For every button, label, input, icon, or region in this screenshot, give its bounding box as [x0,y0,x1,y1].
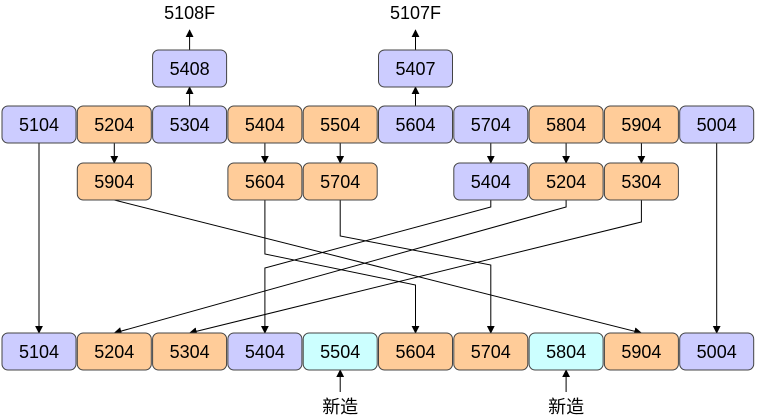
bottom-car-5604-label: 5604 [395,342,435,362]
top-car-5104-box [1,105,77,144]
bottom-car-5404: 5404 [227,332,303,371]
middle-car-5704-box [302,162,378,201]
top-car-5604-label: 5604 [395,115,435,135]
top-car-5004-label: 5004 [697,115,737,135]
top-car-5204-box [76,105,152,144]
bottom-car-5204: 5204 [76,332,152,371]
middle-car-5404-box [453,162,529,201]
bottom-car-5004-box [679,332,755,371]
top-car-5204: 5204 [76,105,152,144]
top-car-5204-label: 5204 [94,115,134,135]
bottom-car-5304-label: 5304 [170,342,210,362]
middle-car-5704: 5704 [302,162,378,201]
top-car-5504-label: 5504 [320,115,360,135]
middle-car-5304: 5304 [603,162,679,201]
top-car-5704-box [453,105,529,144]
destination-label-1: 5108F [164,3,215,23]
middle-car-5604-label: 5604 [245,172,285,192]
bottom-car-5004: 5004 [679,332,755,371]
arrow-5304-to-bottom [188,200,642,336]
top-car-5104-label: 5104 [19,115,59,135]
top-car-5104: 5104 [1,105,77,144]
top-car-5604-box [378,105,453,144]
connector-lines [35,29,721,392]
bottom-car-5504-box [302,332,378,371]
top-car-5704-label: 5704 [471,115,511,135]
top-car-5904: 5904 [603,105,679,144]
top-car-5304: 5304 [152,105,228,144]
middle-car-5904-box [76,162,152,201]
top-car-5004-box [679,105,755,144]
top-car-5304-box [152,105,228,144]
bottom-car-5704: 5704 [453,332,529,371]
top-car-5704: 5704 [453,105,529,144]
upper-car-5407: 5407 [378,49,453,88]
top-car-5404-box [227,105,303,144]
arrow-5704-to-bottom [339,200,495,334]
top-car-5804: 5804 [528,105,604,144]
bottom-car-5904: 5904 [603,332,679,371]
upper-car-5407-label: 5407 [395,59,435,79]
arrow-5904-to-bottom [114,199,643,336]
new-build-label-1: 新造 [322,397,358,417]
bottom-car-5604-box [378,332,453,371]
bottom-car-5904-label: 5904 [621,342,661,362]
bottom-car-5804-label: 5804 [546,342,586,362]
middle-car-5304-label: 5304 [621,172,661,192]
bottom-car-5904-box [603,332,679,371]
middle-car-5904: 5904 [76,162,152,201]
top-car-5604: 5604 [378,105,453,144]
middle-car-5204: 5204 [528,162,604,201]
bottom-car-5204-box [76,332,152,371]
top-car-5004: 5004 [679,105,755,144]
middle-car-5204-box [528,162,604,201]
bottom-car-5104: 5104 [1,332,77,371]
top-car-5804-label: 5804 [546,115,586,135]
bottom-car-5404-box [227,332,303,371]
middle-car-5304-box [603,162,679,201]
bottom-car-5504-label: 5504 [320,342,360,362]
new-build-label-2: 新造 [548,397,584,417]
middle-car-5404: 5404 [453,162,529,201]
bottom-car-5204-label: 5204 [94,342,134,362]
upper-car-5408: 5408 [152,49,228,88]
middle-car-5404-label: 5404 [471,172,511,192]
bottom-car-5504: 5504 [302,332,378,371]
bottom-car-5104-label: 5104 [19,342,59,362]
bottom-car-5304: 5304 [152,332,228,371]
bottom-car-5804: 5804 [528,332,604,371]
arrow-5404-to-bottom [260,200,492,334]
top-car-5404-label: 5404 [245,115,285,135]
middle-car-5604-box [227,162,303,201]
text-labels: 5108F 5107F 新造 新造 [164,3,584,417]
top-car-5904-label: 5904 [621,115,661,135]
bottom-car-5704-label: 5704 [471,342,511,362]
destination-label-2: 5107F [390,3,441,23]
top-car-5304-label: 5304 [170,115,210,135]
bottom-car-5604: 5604 [378,332,453,371]
top-car-5804-box [528,105,604,144]
upper-car-5407-box [378,49,453,88]
arrow-5204-to-bottom [113,200,567,335]
top-car-5504: 5504 [302,105,378,144]
top-car-5404: 5404 [227,105,303,144]
upper-car-5408-label: 5408 [170,59,210,79]
upper-car-5408-box [152,49,228,88]
middle-car-5904-label: 5904 [94,172,134,192]
bottom-car-5804-box [528,332,604,371]
bottom-car-5004-label: 5004 [697,342,737,362]
top-car-5904-box [603,105,679,144]
bottom-car-5704-box [453,332,529,371]
middle-car-5604: 5604 [227,162,303,201]
car-nodes: 5104 5204 5304 5404 5504 5604 5704 5804 5904 5004… [1,49,755,371]
bottom-car-5104-box [1,332,77,371]
top-car-5504-box [302,105,378,144]
middle-car-5204-label: 5204 [546,172,586,192]
middle-car-5704-label: 5704 [320,172,360,192]
bottom-car-5304-box [152,332,228,371]
bottom-car-5404-label: 5404 [245,342,285,362]
